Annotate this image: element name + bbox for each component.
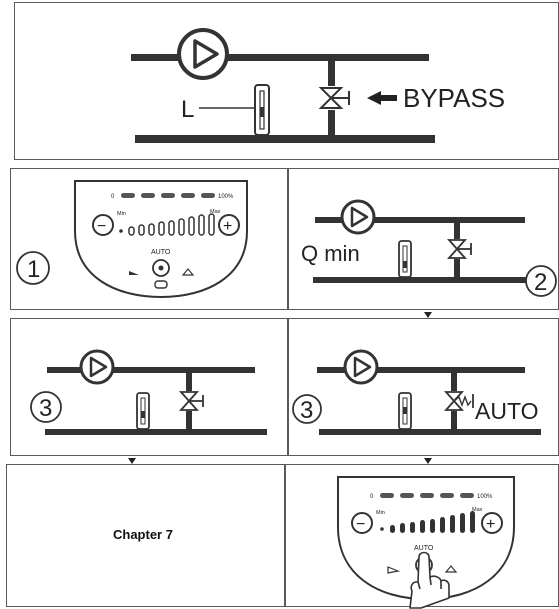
svg-text:3: 3 bbox=[300, 397, 313, 424]
step-number-3: 3 bbox=[30, 391, 62, 423]
chapter-panel: Chapter 7 bbox=[6, 464, 285, 607]
min-label: Min bbox=[117, 211, 126, 217]
auto-label: AUTO bbox=[414, 545, 434, 552]
scale-min-label: 0 bbox=[111, 194, 115, 200]
step-number-2: 2 bbox=[525, 265, 557, 297]
lower-pipe bbox=[319, 429, 541, 435]
step2-flow-diagram: Q min 2 bbox=[301, 199, 557, 297]
upper-pipe bbox=[315, 217, 525, 223]
step1-control-diagram: 0 100% − + Min Max bbox=[16, 180, 248, 299]
scale-dashes bbox=[380, 493, 474, 498]
step-number-3: 3 bbox=[292, 394, 322, 424]
min-label: Min bbox=[376, 510, 385, 516]
mode-indicator-right-icon bbox=[444, 565, 458, 573]
step3b-panel: AUTO 3 bbox=[288, 318, 559, 456]
valve-icon bbox=[446, 239, 472, 259]
minus-button[interactable]: − bbox=[351, 512, 373, 534]
svg-text:3: 3 bbox=[39, 395, 52, 422]
max-label: Max bbox=[210, 209, 221, 215]
lower-pipe bbox=[313, 277, 535, 283]
step3b-flow-diagram: AUTO 3 bbox=[292, 349, 541, 435]
level-gauge-icon bbox=[398, 392, 412, 430]
step3a-panel: 3 bbox=[10, 318, 288, 456]
auto-valve-icon bbox=[443, 391, 474, 411]
pump-icon bbox=[343, 349, 379, 385]
svg-text:−: − bbox=[97, 218, 106, 235]
upper-pipe bbox=[47, 367, 255, 373]
plus-button[interactable]: + bbox=[481, 512, 503, 534]
minus-button[interactable]: − bbox=[92, 214, 114, 236]
setpoint-led-bar bbox=[380, 511, 475, 533]
bypass-label: BYPASS bbox=[403, 83, 505, 113]
bypass-overview-diagram: L BYPASS bbox=[131, 28, 505, 143]
level-gauge-icon bbox=[398, 240, 412, 278]
auto-label: AUTO bbox=[151, 249, 171, 256]
level-label: L bbox=[181, 96, 194, 123]
svg-text:2: 2 bbox=[534, 269, 547, 296]
step4-control-diagram: 0 100% − + Min Max bbox=[337, 476, 515, 609]
mode-indicator-left-icon bbox=[129, 271, 139, 275]
sequence-arrow-2-to-3 bbox=[424, 312, 432, 318]
lower-pipe bbox=[45, 429, 267, 435]
upper-pipe bbox=[317, 367, 525, 373]
svg-text:−: − bbox=[356, 516, 365, 533]
lower-pipe bbox=[135, 135, 435, 143]
bypass-overview-panel: L BYPASS bbox=[14, 2, 559, 160]
valve-icon bbox=[318, 86, 350, 110]
scale-min-label: 0 bbox=[370, 494, 374, 500]
arrow-left-icon bbox=[367, 91, 397, 105]
setpoint-led-bar bbox=[119, 213, 215, 236]
upper-pipe bbox=[131, 54, 429, 61]
step1-panel: 0 100% − + Min Max bbox=[10, 168, 288, 310]
pump-icon bbox=[79, 349, 115, 385]
pump-icon bbox=[340, 199, 376, 235]
status-led bbox=[154, 280, 168, 289]
sequence-arrow-3a-to-4 bbox=[128, 458, 136, 464]
plus-button[interactable]: + bbox=[218, 214, 240, 236]
control-panel-outline bbox=[74, 180, 248, 299]
step4-panel: 0 100% − + Min Max bbox=[285, 464, 559, 609]
level-gauge-icon bbox=[254, 84, 270, 136]
scale-max-label: 100% bbox=[477, 494, 493, 500]
auto-label: AUTO bbox=[475, 398, 538, 424]
svg-text:1: 1 bbox=[27, 256, 40, 283]
svg-text:+: + bbox=[223, 218, 232, 235]
scale-dashes bbox=[121, 193, 215, 198]
svg-text:+: + bbox=[486, 516, 495, 533]
max-label: Max bbox=[472, 507, 483, 513]
level-gauge-icon bbox=[136, 392, 150, 430]
mode-indicator-right-icon bbox=[181, 268, 195, 276]
auto-button[interactable] bbox=[152, 259, 170, 277]
step2-panel: Q min 2 bbox=[288, 168, 559, 310]
step3a-flow-diagram: 3 bbox=[30, 349, 267, 435]
mode-indicator-left-icon bbox=[387, 566, 401, 574]
hand-pointer-icon bbox=[409, 551, 450, 609]
valve-icon bbox=[178, 391, 204, 411]
scale-max-label: 100% bbox=[218, 194, 234, 200]
flow-label: Q min bbox=[301, 241, 360, 266]
pump-icon bbox=[177, 28, 229, 80]
chapter-reference: Chapter 7 bbox=[113, 527, 173, 542]
step-number-1: 1 bbox=[16, 251, 50, 285]
sequence-arrow-3b-to-4 bbox=[424, 458, 432, 464]
